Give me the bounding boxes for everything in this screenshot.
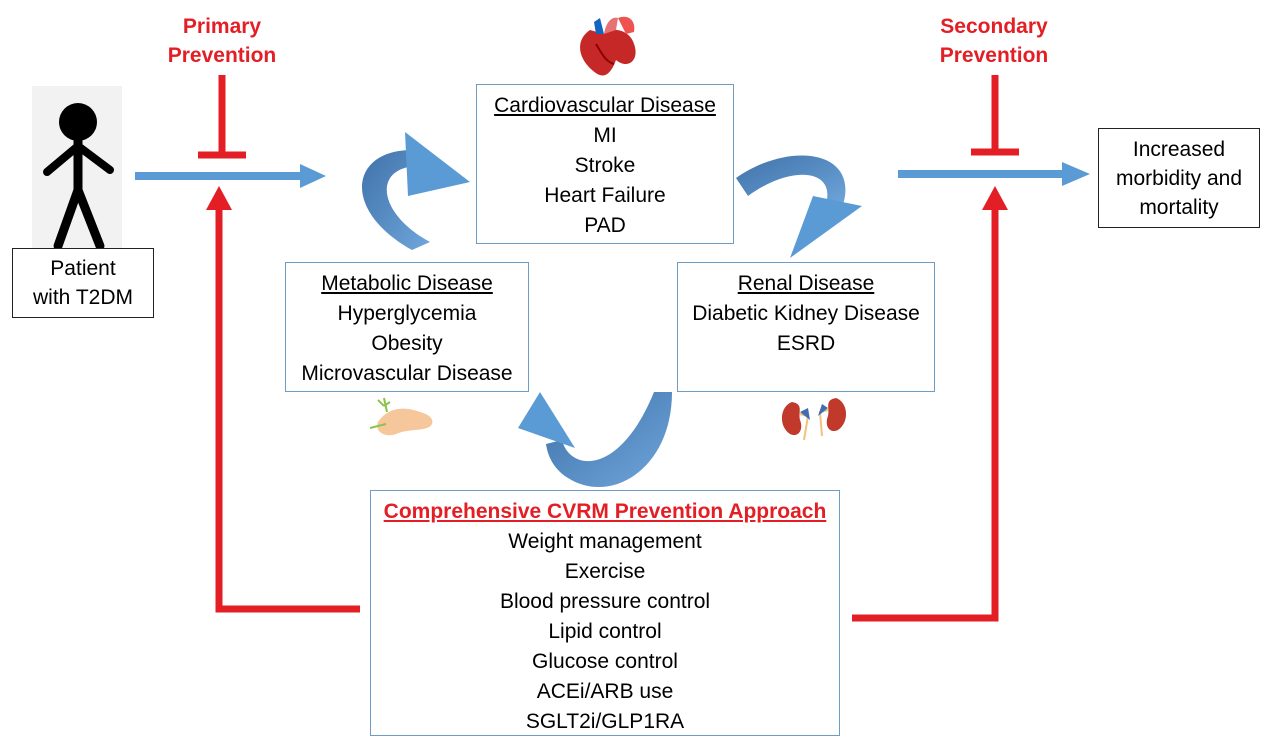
approach-item: ACEi/ARB use [536, 680, 674, 703]
cardiovascular-item: Heart Failure [544, 184, 666, 207]
outcome-line1: Increased [1132, 138, 1226, 161]
cardiovascular-item: MI [593, 124, 617, 147]
approach-box: Comprehensive CVRM Prevention Approach W… [370, 490, 840, 736]
cardiovascular-title: Cardiovascular Disease [494, 94, 716, 117]
patient-line2: with T2DM [33, 286, 133, 309]
metabolic-item: Hyperglycemia [337, 302, 477, 325]
secondary-prevention-label: Secondary Prevention [928, 12, 1060, 70]
pancreas-icon [369, 397, 433, 436]
cycle-arrow-renal-to-metabolic [518, 392, 672, 488]
metabolic-box: Metabolic Disease Hyperglycemia Obesity … [285, 262, 529, 392]
kidneys-icon [781, 398, 847, 441]
primary-prevention-line1: Primary [182, 15, 262, 38]
approach-item: Lipid control [548, 620, 662, 643]
approach-item: Glucose control [532, 650, 678, 673]
stick-figure-icon [32, 86, 122, 251]
cycle-arrow-metabolic-to-cardio [362, 132, 470, 250]
renal-title: Renal Disease [737, 272, 875, 295]
primary-prevention-line2: Prevention [167, 44, 277, 67]
secondary-prevention-inhibitor [971, 75, 1019, 156]
primary-prevention-inhibitor [198, 75, 246, 159]
renal-item: Diabetic Kidney Disease [692, 302, 920, 325]
patient-line1: Patient [50, 257, 116, 280]
approach-item: SGLT2i/GLP1RA [525, 710, 685, 733]
renal-box: Renal Disease Diabetic Kidney Disease ES… [677, 262, 935, 392]
metabolic-item: Microvascular Disease [301, 362, 513, 385]
cardiovascular-item: PAD [584, 214, 626, 237]
primary-prevention-label: Primary Prevention [160, 12, 284, 70]
cycle-arrow-cardio-to-renal [736, 155, 862, 258]
secondary-feedback-arrow [852, 186, 1008, 622]
secondary-prevention-line2: Prevention [939, 44, 1049, 67]
approach-item: Weight management [508, 530, 702, 553]
approach-item: Blood pressure control [499, 590, 711, 613]
flow-arrow-right [898, 162, 1090, 186]
patient-box: Patient with T2DM [12, 248, 154, 318]
renal-item: ESRD [776, 332, 836, 355]
outcome-line3: mortality [1139, 196, 1219, 219]
outcome-box: Increased morbidity and mortality [1098, 128, 1260, 228]
outcome-line2: morbidity and [1115, 167, 1243, 190]
cardiovascular-box: Cardiovascular Disease MI Stroke Heart F… [476, 84, 734, 244]
cardiovascular-item: Stroke [574, 154, 636, 177]
approach-item: Exercise [564, 560, 646, 583]
heart-icon [580, 16, 636, 76]
secondary-prevention-line1: Secondary [940, 15, 1048, 38]
metabolic-item: Obesity [371, 332, 443, 355]
approach-title: Comprehensive CVRM Prevention Approach [383, 500, 827, 523]
flow-arrow-left [135, 164, 326, 188]
metabolic-title: Metabolic Disease [321, 272, 493, 295]
primary-feedback-arrow [206, 186, 360, 613]
